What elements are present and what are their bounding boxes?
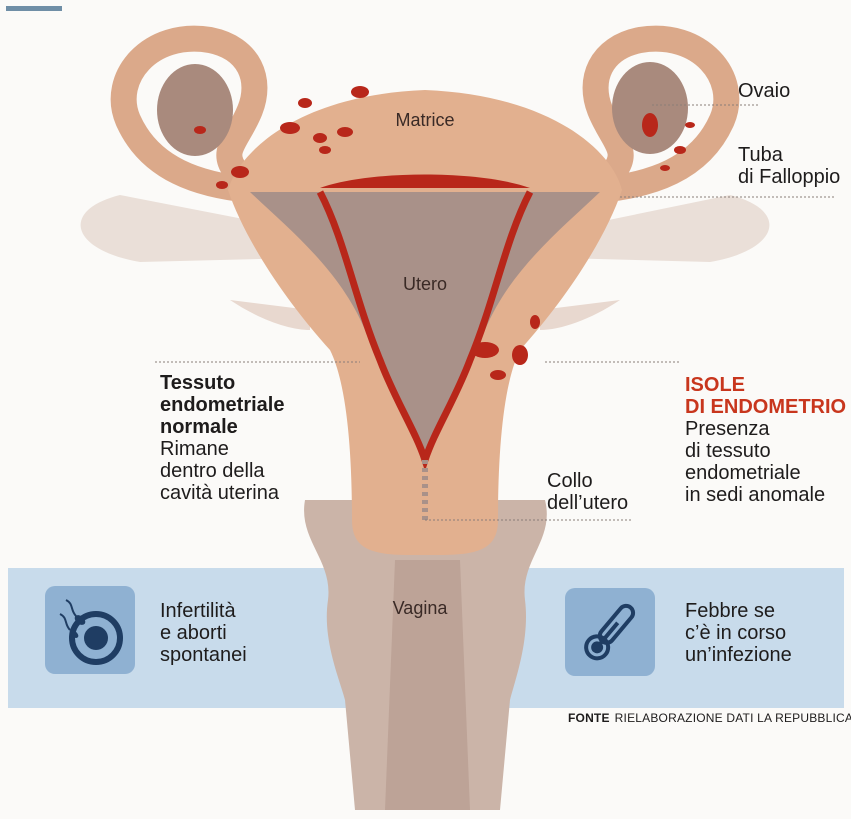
left-ovary — [157, 64, 233, 156]
infertility-text: Infertilità e aborti spontanei — [160, 600, 247, 666]
fever-text: Febbre se c’è in corso un’infezione — [685, 600, 792, 666]
label-collo-line2: dell’utero — [547, 492, 628, 514]
normal-endometrium-note: Tessuto endometriale normale Rimane dent… — [160, 372, 284, 504]
right-ovary — [612, 62, 688, 154]
fever-icon-box — [565, 588, 655, 676]
normal-text-line1: Rimane — [160, 438, 284, 460]
normal-title-line1: Tessuto — [160, 372, 284, 394]
fever-line1: Febbre se — [685, 600, 792, 622]
label-collo: Collo dell’utero — [547, 470, 628, 514]
normal-title-line2: endometriale — [160, 394, 284, 416]
label-tuba: Tuba di Falloppio — [738, 144, 840, 188]
islands-title-line1: ISOLE — [685, 374, 846, 396]
sperm-target-icon — [50, 590, 130, 670]
infertility-line2: e aborti — [160, 622, 247, 644]
label-utero: Utero — [380, 274, 470, 295]
islands-title-line2: DI ENDOMETRIO — [685, 396, 846, 418]
label-matrice: Matrice — [380, 110, 470, 131]
thermometer-icon — [570, 592, 650, 672]
label-ovaio: Ovaio — [738, 80, 790, 102]
islands-text-line4: in sedi anomale — [685, 484, 846, 506]
infertility-line3: spontanei — [160, 644, 247, 666]
infertility-icon-box — [45, 586, 135, 674]
endometrium-islands-note: ISOLE DI ENDOMETRIO Presenza di tessuto … — [685, 374, 846, 506]
source-text: RIELABORAZIONE DATI LA REPUBBLICA / ISS — [615, 711, 851, 725]
source-credit: FONTE RIELABORAZIONE DATI LA REPUBBLICA /… — [568, 711, 851, 725]
label-vagina: Vagina — [375, 598, 465, 619]
fever-line2: c’è in corso — [685, 622, 792, 644]
label-tuba-line2: di Falloppio — [738, 166, 840, 188]
islands-text-line1: Presenza — [685, 418, 846, 440]
infertility-line1: Infertilità — [160, 600, 247, 622]
label-tuba-line1: Tuba — [738, 144, 840, 166]
islands-text-line2: di tessuto — [685, 440, 846, 462]
label-collo-line1: Collo — [547, 470, 628, 492]
fever-line3: un’infezione — [685, 644, 792, 666]
islands-text-line3: endometriale — [685, 462, 846, 484]
normal-text-line2: dentro della — [160, 460, 284, 482]
normal-text-line3: cavità uterina — [160, 482, 284, 504]
source-label: FONTE — [568, 711, 610, 725]
normal-title-line3: normale — [160, 416, 284, 438]
